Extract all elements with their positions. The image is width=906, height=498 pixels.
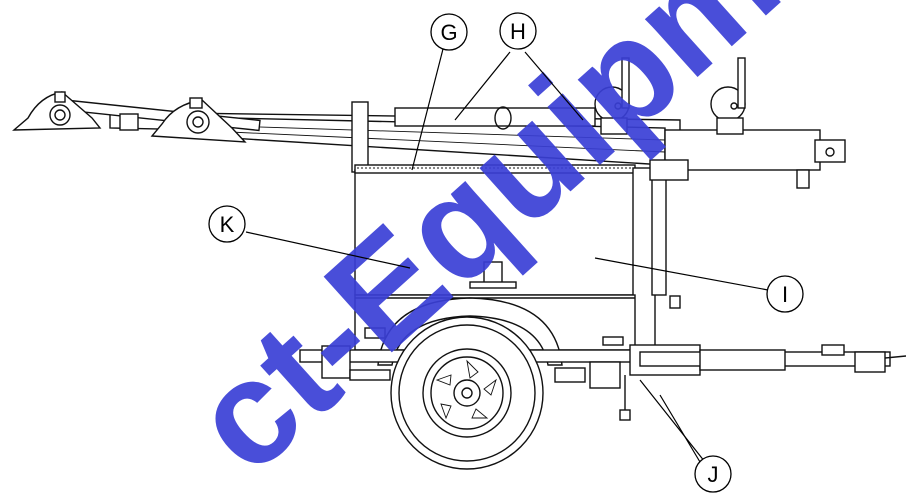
wheel-icon bbox=[390, 316, 544, 470]
leader-lines bbox=[245, 48, 769, 463]
callout-label-h: H bbox=[510, 19, 526, 44]
callout-label-j: J bbox=[708, 462, 719, 487]
callout-label-g: G bbox=[440, 20, 457, 45]
pulley-left bbox=[594, 57, 630, 135]
pulley-right bbox=[710, 57, 746, 135]
callout-i: I bbox=[766, 275, 804, 313]
light-head-icon bbox=[12, 91, 102, 131]
callout-label-i: I bbox=[782, 282, 788, 307]
callout-g: G bbox=[430, 13, 468, 51]
trailer-frame bbox=[299, 297, 906, 421]
mast-assembly bbox=[12, 57, 846, 189]
callout-h: H bbox=[499, 12, 537, 50]
callout-j: J bbox=[694, 455, 732, 493]
callout-label-k: K bbox=[220, 212, 235, 237]
light-head-icon bbox=[150, 97, 247, 143]
callout-k: K bbox=[208, 205, 246, 243]
